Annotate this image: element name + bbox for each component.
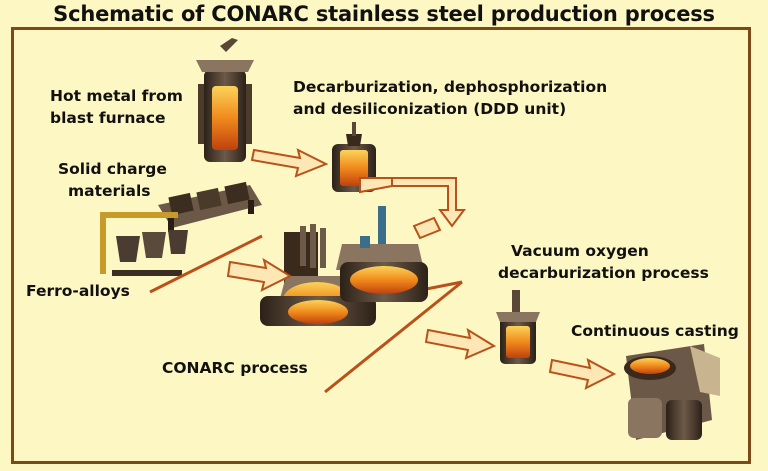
arrow-charge-to-conarc bbox=[226, 257, 293, 292]
arrow-ddd-down bbox=[359, 177, 393, 194]
label-ddd-unit: Decarburization, dephosphorization and d… bbox=[293, 76, 607, 120]
label-vod-line2: decarburization process bbox=[498, 264, 709, 282]
label-hot-metal-line1: Hot metal from bbox=[50, 87, 183, 105]
vod-vessel bbox=[496, 290, 540, 364]
feed-line-ferro bbox=[149, 234, 263, 294]
arrow-conarc-to-vod bbox=[424, 327, 497, 360]
conarc-furnace-1 bbox=[260, 224, 376, 326]
feed-line-frame bbox=[324, 280, 463, 394]
label-ddd-line1: Decarburization, dephosphorization bbox=[293, 78, 608, 96]
label-ddd-line2: and desiliconization (DDD unit) bbox=[293, 100, 567, 118]
solid-charge-conveyor bbox=[158, 181, 262, 232]
label-vod: Vacuum oxygen decarburization process bbox=[498, 240, 709, 284]
label-vod-line1: Vacuum oxygen bbox=[511, 242, 649, 260]
diagram-title: Schematic of CONARC stainless steel prod… bbox=[53, 2, 715, 26]
continuous-caster bbox=[624, 344, 720, 440]
arrow-ddd-bend bbox=[412, 216, 442, 240]
arrow-ddd-to-conarc bbox=[391, 177, 466, 228]
label-conarc: CONARC process bbox=[162, 359, 308, 377]
label-solid-charge: Solid charge materials bbox=[58, 158, 167, 202]
label-ferro-alloys: Ferro-alloys bbox=[26, 282, 130, 300]
label-hot-metal-line2: blast furnace bbox=[50, 109, 166, 127]
label-solid-line1: Solid charge bbox=[58, 160, 167, 178]
ferro-alloys-hoppers bbox=[100, 212, 188, 276]
label-continuous-casting: Continuous casting bbox=[571, 322, 739, 340]
arrow-hotmetal-to-ddd bbox=[250, 148, 329, 178]
arrow-vod-to-caster bbox=[548, 358, 617, 390]
conarc-furnace-2 bbox=[336, 206, 428, 302]
diagram-frame bbox=[11, 27, 751, 464]
blast-furnace-ladle bbox=[196, 38, 254, 162]
label-hot-metal: Hot metal from blast furnace bbox=[50, 85, 183, 129]
label-solid-line2: materials bbox=[68, 182, 151, 200]
